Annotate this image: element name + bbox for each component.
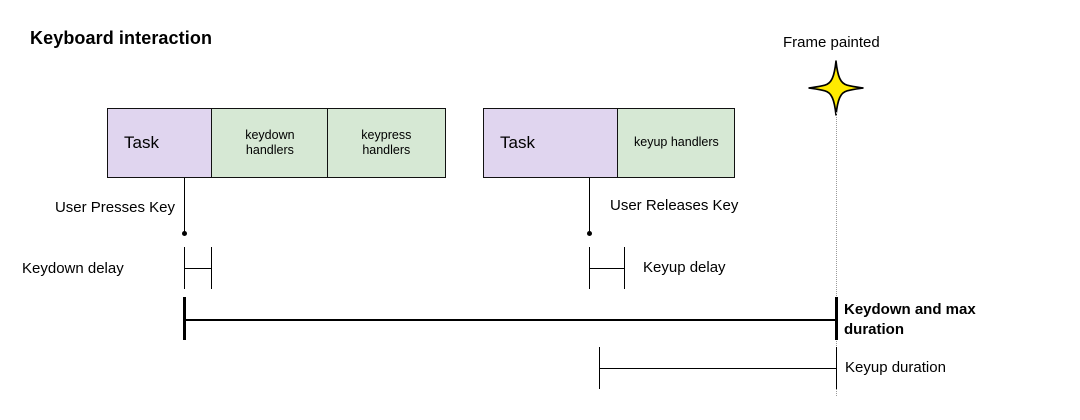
page-title: Keyboard interaction bbox=[30, 28, 213, 48]
keydown-duration-start-tick bbox=[183, 297, 186, 340]
keyup-duration-label: Keyup duration bbox=[845, 359, 946, 376]
frame-paint-timeline bbox=[836, 112, 837, 396]
keydown-delay-span bbox=[184, 268, 211, 269]
keyup-delay-label: Keyup delay bbox=[643, 259, 726, 276]
task-box: Task bbox=[107, 108, 213, 178]
keypress-handlers-box: keypress handlers bbox=[326, 108, 446, 178]
keydown-duration-span bbox=[184, 319, 836, 321]
user-presses-key-point bbox=[181, 231, 187, 236]
keyup-duration-span bbox=[599, 368, 836, 369]
keyup-task-group: Task keyup handlers bbox=[483, 108, 736, 178]
user-releases-key-point bbox=[586, 231, 592, 236]
keyup-delay-end-tick bbox=[624, 247, 625, 289]
keydown-handlers-box: keydown handlers bbox=[211, 108, 329, 178]
keydown-delay-end-tick bbox=[211, 247, 212, 289]
keydown-duration-end-tick bbox=[835, 297, 838, 340]
user-releases-key-label: User Releases Key bbox=[610, 197, 739, 214]
user-presses-key-label: User Presses Key bbox=[54, 199, 175, 216]
keydown-delay-label: Keydown delay bbox=[22, 260, 124, 277]
keyup-duration-end-tick bbox=[836, 347, 837, 389]
sparkle-star-icon bbox=[808, 60, 864, 116]
user-presses-key-connector bbox=[184, 178, 185, 234]
keydown-and-max-duration-label: Keydown and max duration bbox=[844, 301, 976, 338]
user-releases-key-connector bbox=[589, 178, 590, 234]
keyup-delay-span bbox=[589, 268, 624, 269]
keydown-task-group: Task keydown handlers keypress handlers bbox=[107, 108, 446, 178]
task-box: Task bbox=[483, 108, 619, 178]
keyup-handlers-box: keyup handlers bbox=[617, 108, 736, 178]
frame-painted-label: Frame painted bbox=[783, 34, 880, 51]
